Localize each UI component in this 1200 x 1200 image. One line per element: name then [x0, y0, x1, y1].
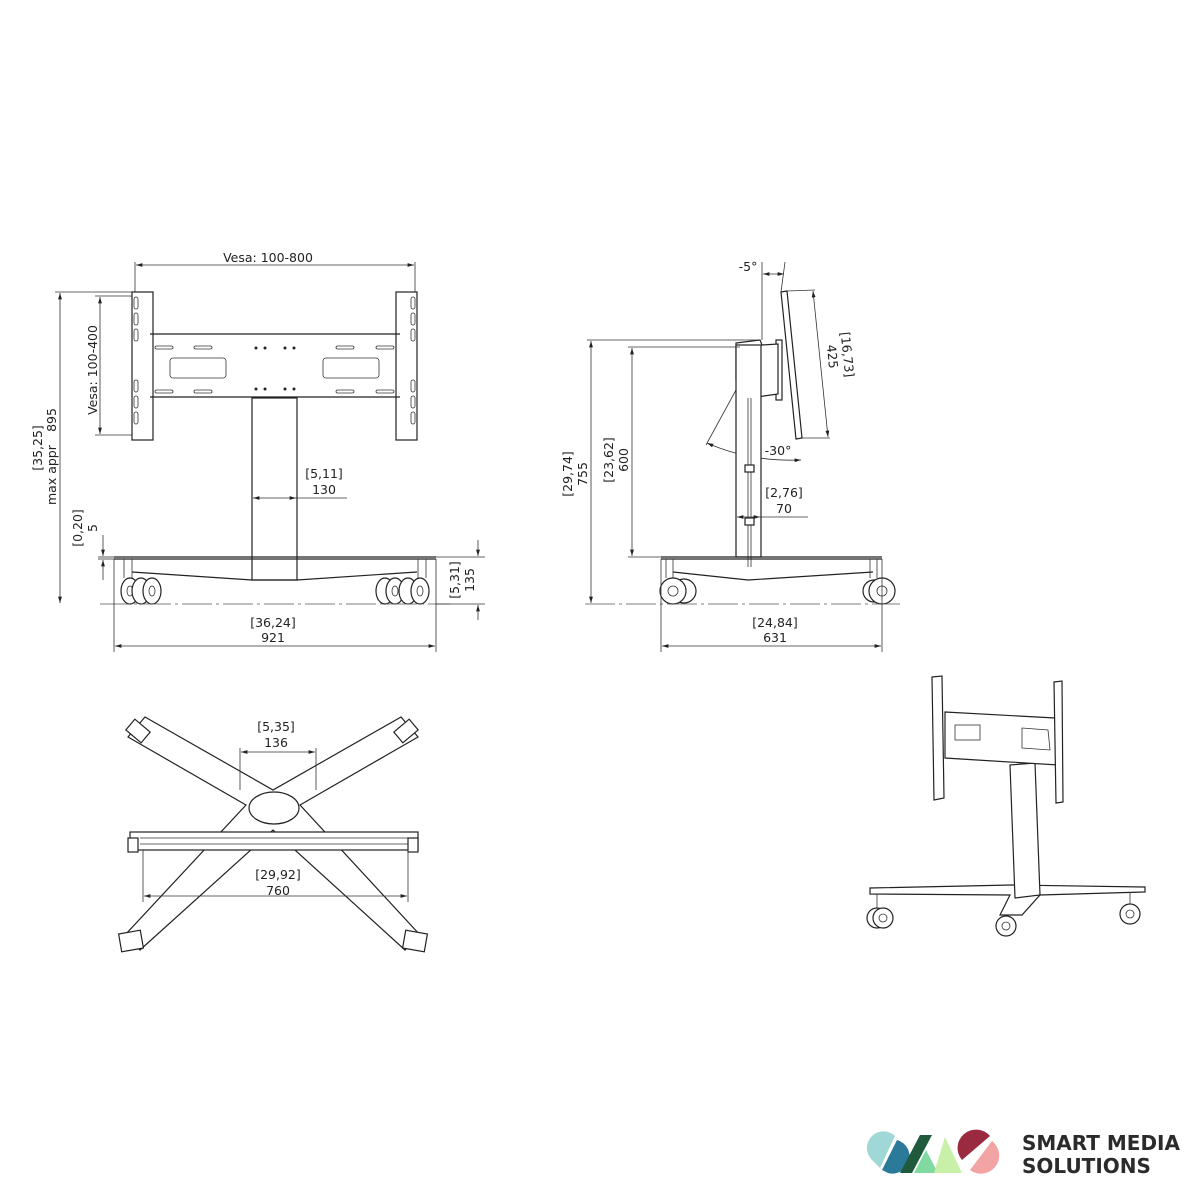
- screen: [780, 290, 803, 440]
- depth-mm: 631: [763, 630, 787, 645]
- perspective-view: [866, 675, 1146, 937]
- vesa-width-label: Vesa: 100-800: [223, 250, 313, 265]
- left-rail: [131, 291, 154, 441]
- column-mm: 130: [312, 482, 336, 497]
- base-height-mm: 135: [462, 568, 477, 592]
- max-height-label: max appr: [44, 444, 59, 505]
- column-mm: 70: [776, 501, 792, 516]
- pivot-in: [23,62]: [601, 437, 616, 483]
- column-in: [5,11]: [305, 466, 343, 481]
- max-height-mm: 895: [44, 408, 59, 432]
- wheels-left: [120, 577, 162, 605]
- vesa-height-label: Vesa: 100-400: [85, 325, 100, 415]
- column-in: [2,76]: [765, 485, 803, 500]
- plate-mm: 425: [824, 344, 841, 369]
- neck-mm: 136: [264, 735, 288, 750]
- side-view: -5° [16,73] 425 -30° [2,76] 70: [560, 259, 900, 652]
- base: [114, 556, 436, 581]
- logo-line-1: SMART MEDIA: [1022, 1131, 1181, 1155]
- wheels: [659, 577, 896, 605]
- logo-line-2: SOLUTIONS: [1022, 1154, 1151, 1178]
- pivot-mm: 600: [616, 448, 631, 472]
- max-height-in: [35,25]: [30, 425, 45, 471]
- mounting-plate: [150, 333, 400, 398]
- span-mm: 760: [266, 883, 290, 898]
- clearance-mm: 5: [85, 524, 100, 532]
- total-in: [29,74]: [560, 451, 575, 497]
- clearance-in: [0,20]: [70, 509, 85, 547]
- width-in: [36,24]: [250, 615, 296, 630]
- plate-bar: [129, 831, 419, 851]
- plate-in: [16,73]: [838, 331, 858, 378]
- front-view: Vesa: 100-800: [30, 250, 485, 652]
- span-in: [29,92]: [255, 867, 301, 882]
- tilt-back-label: -30°: [765, 443, 792, 458]
- column: [251, 397, 298, 581]
- smart-media-solutions-logo: SMART MEDIA SOLUTIONS: [866, 1129, 1181, 1178]
- depth-in: [24,84]: [752, 615, 798, 630]
- width-mm: 921: [261, 630, 285, 645]
- tilt-forward-label: -5°: [739, 259, 758, 274]
- total-mm: 755: [575, 462, 590, 486]
- top-view: [5,35] 136 [29,92] 760: [117, 716, 429, 953]
- right-rail: [395, 291, 418, 441]
- base-height-in: [5,31]: [447, 561, 462, 599]
- wheels-right: [375, 577, 430, 605]
- neck-in: [5,35]: [257, 719, 295, 734]
- column-footprint: [248, 791, 300, 825]
